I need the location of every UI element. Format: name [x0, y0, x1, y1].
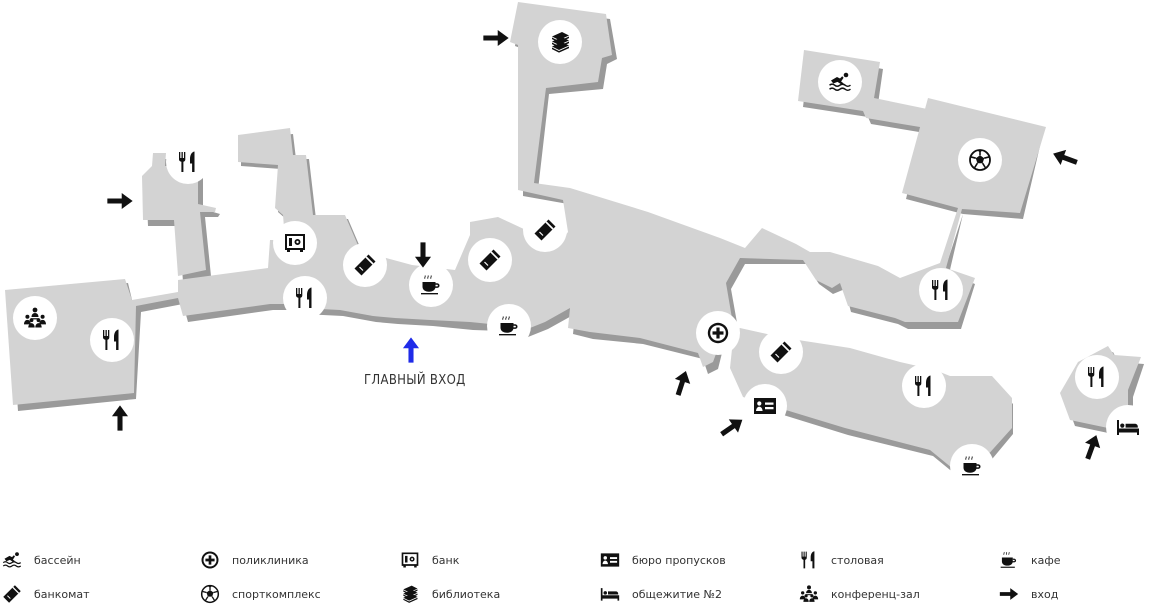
pass-bureau-icon [600, 550, 620, 570]
poi-canteen-3[interactable] [90, 318, 134, 362]
cafe-icon [999, 550, 1019, 570]
entrance-arrow-icon [1085, 435, 1101, 460]
poi-atm-3[interactable] [523, 208, 567, 252]
poi-cafe-3[interactable] [950, 444, 994, 488]
legend-item-clinic: поликлиника [200, 550, 309, 570]
campus-map [5, 2, 1150, 488]
legend-label: бассейн [34, 553, 81, 567]
legend-label: поликлиника [232, 553, 309, 567]
poi-canteen-6[interactable] [1075, 355, 1119, 399]
entrance-arrow-icon [107, 192, 133, 210]
poi-cafe-2[interactable] [487, 304, 531, 348]
legend-item-pass-bureau: бюро пропусков [600, 550, 726, 570]
entrance-arrow-icon [414, 242, 432, 268]
entrance-arrow-icon [674, 370, 691, 396]
legend-item-bank: банк [400, 550, 459, 570]
canteen-icon [799, 550, 819, 570]
legend-label: бюро пропусков [632, 553, 726, 567]
legend-item-conference-hall: конференц-зал [799, 584, 920, 604]
atm-icon [2, 584, 22, 604]
main-entrance-arrow-icon [402, 337, 420, 363]
bank-icon [400, 550, 420, 570]
legend-label: общежитие №2 [632, 587, 722, 601]
legend-label: банк [432, 553, 460, 567]
legend-label: банкомат [34, 587, 90, 601]
poi-cafe-1[interactable] [409, 263, 453, 307]
poi-canteen-5[interactable] [902, 364, 946, 408]
legend-label: столовая [831, 553, 884, 567]
legend-item-sports-complex: спорткомплекс [200, 584, 321, 604]
legend-item-pool: бассейн [2, 550, 81, 570]
poi-atm-1[interactable] [343, 243, 387, 287]
legend-item-entrance: вход [999, 584, 1058, 604]
poi-bank[interactable] [273, 221, 317, 265]
legend-item-dormitory: общежитие №2 [600, 584, 722, 604]
legend-item-canteen: столовая [799, 550, 884, 570]
poi-atm-2[interactable] [468, 238, 512, 282]
entrance-arrow-icon [999, 584, 1019, 604]
entrance-arrow-icon [483, 29, 509, 47]
entrance-arrow-icon [111, 405, 129, 431]
entrance-arrow-icon [1053, 149, 1078, 165]
poi-conference-hall[interactable] [13, 296, 57, 340]
legend-item-cafe: кафе [999, 550, 1061, 570]
entrance-arrows [107, 29, 1101, 460]
poi-canteen-4[interactable] [919, 268, 963, 312]
poi-pool[interactable] [818, 60, 862, 104]
dormitory-icon [600, 584, 620, 604]
building-northwest-wing [142, 153, 216, 276]
entrance-arrow-icon [720, 419, 743, 437]
legend-item-atm: банкомат [2, 584, 90, 604]
legend: бассейн поликлиника банк бюро пропусков … [0, 545, 1150, 606]
buildings [5, 2, 1141, 468]
legend-label: кафе [1031, 553, 1061, 567]
legend-item-library: библиотека [400, 584, 500, 604]
legend-label: спорткомплекс [232, 587, 321, 601]
poi-canteen-2[interactable] [283, 276, 327, 320]
poi-sports-complex[interactable] [958, 138, 1002, 182]
poi-canteen-1[interactable] [166, 140, 210, 184]
main-entrance-label: ГЛАВНЫЙ ВХОД [364, 373, 466, 388]
library-icon [400, 584, 420, 604]
conference-hall-icon [799, 584, 819, 604]
poi-clinic[interactable] [696, 311, 740, 355]
poi-pass-bureau[interactable] [743, 384, 787, 428]
legend-label: конференц-зал [831, 587, 920, 601]
clinic-icon [200, 550, 220, 570]
poi-library[interactable] [538, 20, 582, 64]
pool-icon [2, 550, 22, 570]
poi-dormitory[interactable] [1106, 405, 1150, 449]
poi-atm-4[interactable] [759, 330, 803, 374]
legend-label: вход [1031, 587, 1059, 601]
legend-label: библиотека [432, 587, 501, 601]
sports-complex-icon [200, 584, 220, 604]
